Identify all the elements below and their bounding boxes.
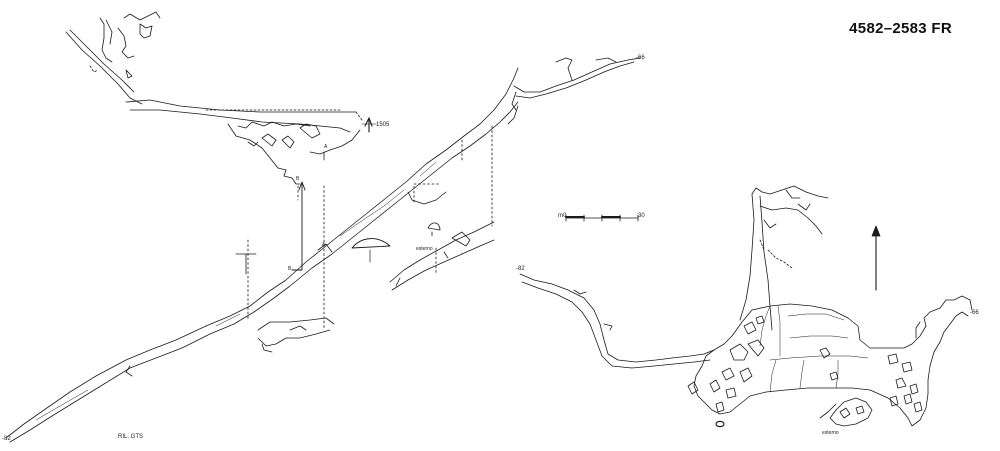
plan-depth-left-label: -82 bbox=[516, 266, 525, 272]
plan-exterior-passage bbox=[829, 397, 873, 427]
section-b-arrow bbox=[291, 183, 303, 271]
section-b-main-label: B bbox=[288, 266, 292, 272]
profile-top-passage bbox=[125, 99, 357, 113]
profile-exterior-passage bbox=[389, 221, 495, 283]
profile-section bbox=[5, 11, 641, 443]
plan-north-branch bbox=[739, 193, 755, 321]
plan-exterior-label: esterno bbox=[822, 430, 839, 436]
profile-t-symbol bbox=[235, 253, 257, 275]
profile-upper-shaft bbox=[65, 31, 143, 105]
profile-cross-section-dome bbox=[351, 238, 391, 249]
profile-main-gallery-lower-wall bbox=[9, 101, 519, 443]
plan-entrance-icon bbox=[715, 420, 725, 428]
profile-upper-right-passage bbox=[513, 57, 641, 93]
profile-main-gallery-upper-wall bbox=[5, 67, 519, 439]
plan-left-meander bbox=[519, 273, 715, 363]
profile-lower-passage bbox=[257, 317, 335, 331]
scale-max-label: 30 bbox=[638, 213, 645, 219]
survey-credit: RIL. GTS bbox=[118, 434, 144, 440]
sheet-id: 4582–2583 FR bbox=[849, 20, 952, 37]
profile-exterior-label: esterno bbox=[416, 246, 433, 252]
section-a-main-label: A bbox=[322, 242, 326, 248]
section-b-label: B bbox=[296, 176, 300, 182]
scale-bar bbox=[565, 214, 639, 222]
scale-min-label: m0 bbox=[558, 213, 567, 219]
entrance-marker-icon bbox=[361, 117, 377, 133]
plan-east-passage bbox=[923, 295, 973, 327]
profile-depth-start-label: -66 bbox=[636, 55, 645, 61]
section-a-label: A bbox=[324, 144, 328, 150]
north-arrow-icon bbox=[871, 225, 881, 291]
plan-main-chamber bbox=[713, 303, 927, 351]
plan-view bbox=[519, 185, 973, 428]
profile-depth-end-label: -82 bbox=[2, 436, 11, 442]
entrance-elevation-label: 1505 bbox=[376, 122, 390, 128]
plan-depth-right-label: -66 bbox=[970, 310, 979, 316]
